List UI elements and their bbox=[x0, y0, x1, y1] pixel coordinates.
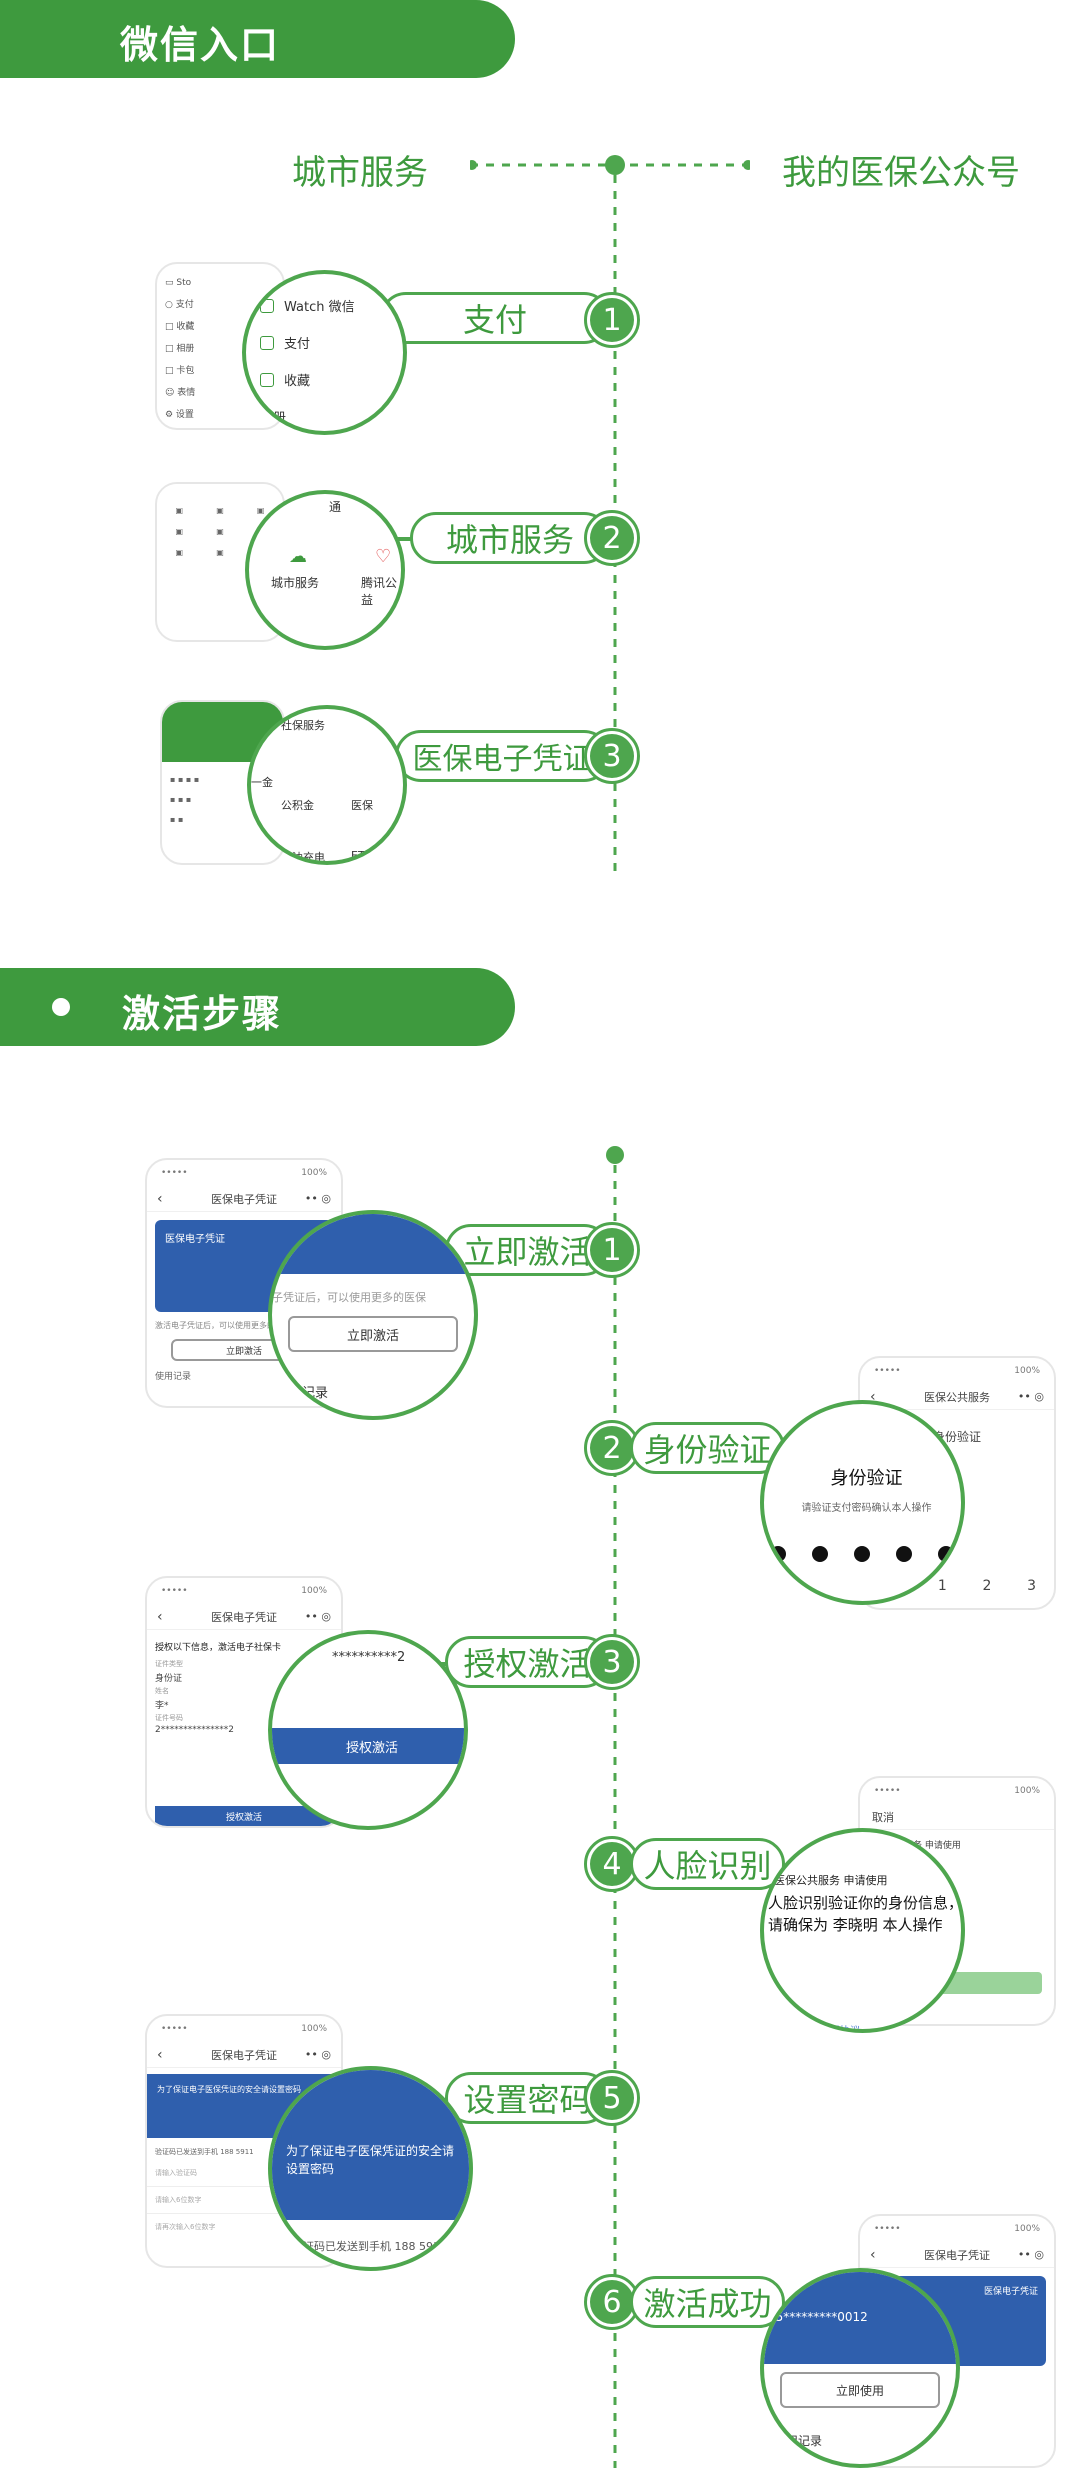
sms-hint: 验证码已发送到手机 188 591 bbox=[292, 2240, 440, 2253]
activate-button[interactable]: 立即激活 bbox=[288, 1316, 458, 1352]
desc: 激活电子凭证后，可以使用更多的医保 bbox=[155, 1321, 291, 1330]
section-title: 激活步骤 bbox=[122, 992, 283, 1036]
pay-icon bbox=[260, 335, 274, 350]
city-service-icon: ☁ bbox=[289, 546, 307, 567]
step-number: 1 bbox=[584, 1222, 640, 1278]
header-official-account: 我的医保公众号 bbox=[782, 153, 1020, 193]
zoom-circle-face: 医保公共服务 申请使用 人脸识别验证你的身份信息，请确保为 李晓明 本人操作 查… bbox=[760, 1828, 965, 2033]
grid-item: 公积金 bbox=[281, 799, 314, 812]
step-label: 授权激活 bbox=[445, 1636, 610, 1688]
footer: 记录 bbox=[302, 1386, 329, 1401]
step-label: 医保电子凭证 bbox=[395, 730, 610, 782]
watch-icon bbox=[260, 298, 274, 313]
zoom-circle-activate: 子凭证后，可以使用更多的医保 立即激活 记录 bbox=[268, 1210, 478, 1420]
zoom-circle-verify: 身份验证 请验证支付密码确认本人操作 bbox=[760, 1400, 965, 1605]
zoom-circle-password: 为了保证电子医保凭证的安全请设置密码 验证码已发送到手机 188 591 bbox=[268, 2066, 473, 2271]
zoom-circle-medical: 社保服务 一金 公积金 医保 加油充电 ETC bbox=[247, 705, 407, 865]
intro: 授权以下信息，激活电子社保卡 bbox=[155, 1643, 282, 1653]
field-value: 身份证 bbox=[155, 1674, 183, 1684]
key[interactable]: 1 bbox=[937, 1578, 947, 1594]
field-label: 姓名 bbox=[155, 1687, 169, 1695]
field-value: 2***************2 bbox=[155, 1725, 234, 1735]
menu-item: 相册 bbox=[260, 407, 403, 426]
step-number: 5 bbox=[584, 2070, 640, 2126]
authorize-button[interactable]: 授权激活 bbox=[272, 1728, 464, 1764]
zoom-circle-pay: Watch 微信 支付 收藏 相册 bbox=[242, 270, 407, 435]
menu-item-pay: 支付 bbox=[260, 333, 403, 352]
charity-icon: ♡ bbox=[375, 546, 392, 567]
card-number: 35*********0012 bbox=[768, 2310, 868, 2324]
zoom-circle-city: 通 ☁ 城市服务 ♡ 腾讯公益 bbox=[245, 490, 405, 650]
step-number: 2 bbox=[584, 510, 640, 566]
field-label: 证件类型 bbox=[155, 1660, 183, 1668]
zoom-circle-authorize: **********2 授权激活 bbox=[268, 1630, 468, 1830]
card-banner bbox=[272, 1214, 474, 1274]
card bbox=[764, 2272, 956, 2364]
header-city-services: 城市服务 bbox=[292, 153, 428, 193]
section-tab-entry: 微信入口 bbox=[0, 0, 515, 78]
masked-id: **********2 bbox=[332, 1650, 406, 1665]
use-now-button[interactable]: 立即使用 bbox=[780, 2372, 940, 2408]
step-number: 3 bbox=[584, 728, 640, 784]
grid-item: ETC bbox=[351, 849, 372, 862]
step-label: 支付 bbox=[380, 292, 610, 344]
verify-title: 身份验证 bbox=[932, 1430, 981, 1444]
line: 验证码已发送到手机 188 5911 bbox=[155, 2148, 254, 2156]
banner-text: 为了保证电子医保凭证的安全请设置密码 bbox=[286, 2144, 455, 2176]
key[interactable]: 3 bbox=[1027, 1578, 1037, 1594]
code-input[interactable]: 请输入验证码 bbox=[147, 2160, 341, 2187]
authorize-button[interactable]: 授权激活 bbox=[155, 1806, 333, 1826]
step-label: 城市服务 bbox=[410, 512, 610, 564]
grid-item-medical: 医保 bbox=[351, 799, 373, 812]
apply-line: 医保公共服务 申请使用 bbox=[774, 1874, 888, 1887]
agreement-link[interactable]: 查看协议 bbox=[820, 2026, 860, 2033]
bullet-icon bbox=[52, 998, 70, 1016]
city-service-item: 城市服务 bbox=[271, 576, 320, 590]
password-dots bbox=[770, 1546, 961, 1562]
footer: 使用记录 bbox=[774, 2434, 823, 2448]
grid-item: 社保服务 bbox=[281, 719, 325, 732]
step-label: 激活成功 bbox=[630, 2276, 785, 2328]
header-connector bbox=[470, 155, 750, 175]
password-confirm-input[interactable]: 请再次输入6位数字 bbox=[155, 2223, 216, 2231]
step-number: 1 bbox=[584, 292, 640, 348]
field-label: 证件号码 bbox=[155, 1714, 183, 1722]
step-number: 3 bbox=[584, 1634, 640, 1690]
face-desc: 人脸识别验证你的身份信息，请确保为 李晓明 本人操作 bbox=[768, 1894, 964, 1934]
menu-item: 收藏 bbox=[260, 370, 403, 389]
section-tab-activate: 激活步骤 bbox=[0, 968, 515, 1046]
step-number: 2 bbox=[584, 1420, 640, 1476]
partial-text: 通 bbox=[329, 500, 342, 514]
menu-item: Watch 微信 bbox=[260, 296, 403, 315]
banner bbox=[272, 2070, 469, 2220]
charity-item: 腾讯公益 bbox=[361, 576, 398, 607]
key[interactable]: 2 bbox=[982, 1578, 992, 1594]
footer: 使用记录 bbox=[155, 1372, 192, 1382]
verify-title: 身份验证 bbox=[830, 1468, 903, 1489]
step-number: 4 bbox=[584, 1836, 640, 1892]
favorites-icon bbox=[260, 372, 274, 387]
step-label: 人脸识别 bbox=[630, 1838, 785, 1890]
grid-item: 一金 bbox=[251, 776, 273, 789]
grid-item: 加油充电 bbox=[281, 851, 325, 864]
verify-desc: 请验证支付密码确认本人操作 bbox=[801, 1503, 932, 1514]
field-value: 李* bbox=[155, 1701, 169, 1711]
desc: 子凭证后，可以使用更多的医保 bbox=[272, 1291, 426, 1304]
section-title: 微信入口 bbox=[120, 23, 281, 67]
step-label: 身份验证 bbox=[630, 1422, 785, 1474]
password-input[interactable]: 请输入6位数字 bbox=[147, 2187, 341, 2214]
timeline-activate bbox=[606, 1146, 624, 2468]
zoom-circle-success: 35*********0012 立即使用 使用记录 bbox=[760, 2268, 960, 2468]
